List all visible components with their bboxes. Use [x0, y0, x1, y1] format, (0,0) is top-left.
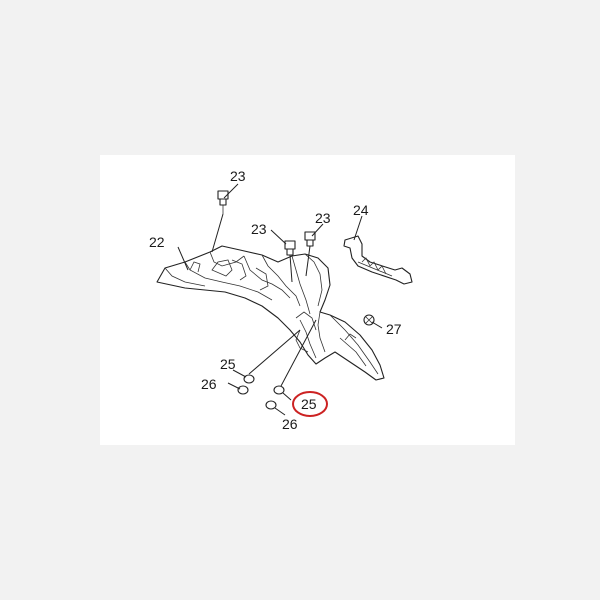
leader-lines: [177, 183, 383, 416]
collar-25-right: [273, 385, 285, 395]
bolt-23-middle: [284, 240, 296, 256]
rear-fender-part: [156, 245, 385, 381]
collar-25-left: [243, 374, 255, 384]
nut-26-right: [265, 400, 277, 410]
callout-26-right: 26: [282, 416, 298, 432]
callout-25-right: 25: [301, 396, 317, 412]
callout-27: 27: [386, 321, 402, 337]
screw-27: [363, 314, 375, 326]
highlight-circle: [292, 391, 328, 417]
callout-26-left: 26: [201, 376, 217, 392]
bracket-part: [343, 235, 413, 285]
callout-25-left: 25: [220, 356, 236, 372]
bolt-23-top: [217, 190, 229, 214]
callout-23-top: 23: [230, 168, 246, 184]
callout-24: 24: [353, 202, 369, 218]
nut-26-left: [237, 385, 249, 395]
callout-22: 22: [149, 234, 165, 250]
callout-23-right: 23: [315, 210, 331, 226]
callout-23-middle: 23: [251, 221, 267, 237]
